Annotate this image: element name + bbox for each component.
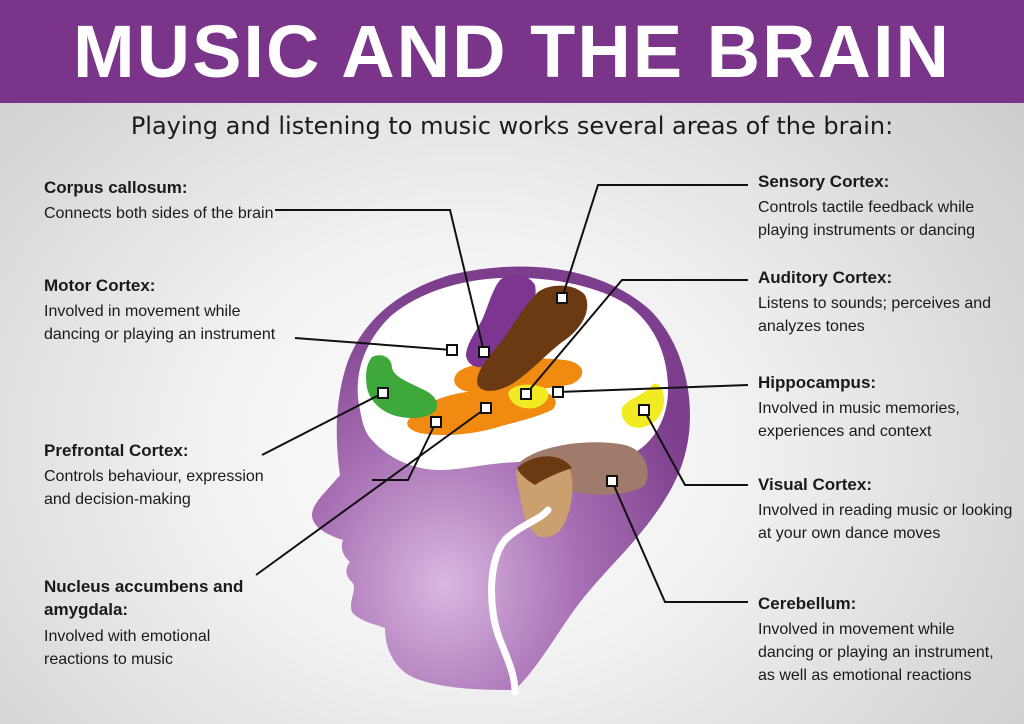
- label-nucleus-accumbens: Nucleus accumbens and amygdala: Involved…: [44, 575, 259, 671]
- label-motor-cortex-heading: Motor Cortex:: [44, 276, 156, 295]
- label-auditory-cortex: Auditory Cortex: Listens to sounds; perc…: [758, 268, 993, 338]
- label-sensory-cortex-heading: Sensory Cortex:: [758, 172, 890, 191]
- label-hippocampus-desc: Involved in music memories, experiences …: [758, 400, 960, 440]
- marker-corpus-callosum: [478, 346, 490, 358]
- label-visual-cortex: Visual Cortex: Involved in reading music…: [758, 475, 1013, 545]
- label-corpus-callosum-desc: Connects both sides of the brain: [44, 205, 274, 222]
- leader-line-nucleus-accumbens-2: [255, 407, 487, 576]
- label-prefrontal-cortex: Prefrontal Cortex: Controls behaviour, e…: [44, 441, 274, 511]
- spinal-cord: [488, 506, 552, 696]
- marker-amygdala: [480, 402, 492, 414]
- label-cerebellum-heading: Cerebellum:: [758, 594, 857, 613]
- sensory-cortex-region: [477, 285, 588, 391]
- label-auditory-cortex-heading: Auditory Cortex:: [758, 268, 893, 287]
- label-hippocampus: Hippocampus: Involved in music memories,…: [758, 373, 993, 443]
- leader-line-hippocampus: [557, 384, 749, 393]
- label-sensory-cortex-desc: Controls tactile feedback while playing …: [758, 199, 976, 239]
- title-banner: [0, 0, 1024, 103]
- label-cerebellum-desc: Involved in movement while dancing or pl…: [758, 621, 994, 684]
- label-corpus-callosum: Corpus callosum: Connects both sides of …: [44, 178, 309, 225]
- leader-line-nucleus-accumbens: [372, 421, 437, 481]
- label-prefrontal-cortex-desc: Controls behaviour, expression and decis…: [44, 468, 264, 508]
- brainstem-shadow: [517, 456, 572, 485]
- label-corpus-callosum-heading: Corpus callosum:: [44, 178, 188, 197]
- label-sensory-cortex: Sensory Cortex: Controls tactile feedbac…: [758, 172, 993, 242]
- label-prefrontal-cortex-heading: Prefrontal Cortex:: [44, 441, 189, 460]
- label-nucleus-accumbens-heading: Nucleus accumbens and amygdala:: [44, 577, 244, 619]
- label-nucleus-accumbens-desc: Involved with emotional reactions to mus…: [44, 628, 211, 668]
- leader-line-motor-cortex: [294, 337, 453, 351]
- label-visual-cortex-heading: Visual Cortex:: [758, 475, 873, 494]
- marker-hippocampus: [552, 386, 564, 398]
- marker-cerebellum: [606, 475, 618, 487]
- marker-visual-cortex: [638, 404, 650, 416]
- label-motor-cortex-desc: Involved in movement while dancing or pl…: [44, 303, 276, 343]
- leader-line-auditory-cortex: [525, 279, 748, 395]
- leader-line-corpus-callosum: [275, 209, 485, 353]
- label-hippocampus-heading: Hippocampus:: [758, 373, 877, 392]
- leader-line-cerebellum: [611, 480, 748, 603]
- leader-line-sensory-cortex: [561, 184, 748, 299]
- marker-sensory-cortex: [556, 292, 568, 304]
- label-motor-cortex: Motor Cortex: Involved in movement while…: [44, 276, 284, 346]
- marker-auditory-cortex: [520, 388, 532, 400]
- prefrontal-cortex-region: [366, 355, 438, 418]
- marker-nucleus-accumbens: [430, 416, 442, 428]
- marker-motor-cortex: [446, 344, 458, 356]
- motor-cortex-region: [466, 274, 536, 368]
- label-visual-cortex-desc: Involved in reading music or looking at …: [758, 502, 1013, 542]
- page-subtitle: Playing and listening to music works sev…: [130, 112, 894, 140]
- page-title: MUSIC AND THE BRAIN: [72, 10, 951, 93]
- leader-line-visual-cortex: [643, 409, 748, 486]
- label-cerebellum: Cerebellum: Involved in movement while d…: [758, 594, 1003, 687]
- label-auditory-cortex-desc: Listens to sounds; perceives and analyze…: [758, 295, 992, 335]
- marker-prefrontal-cortex: [377, 387, 389, 399]
- leader-line-prefrontal-cortex: [261, 392, 384, 456]
